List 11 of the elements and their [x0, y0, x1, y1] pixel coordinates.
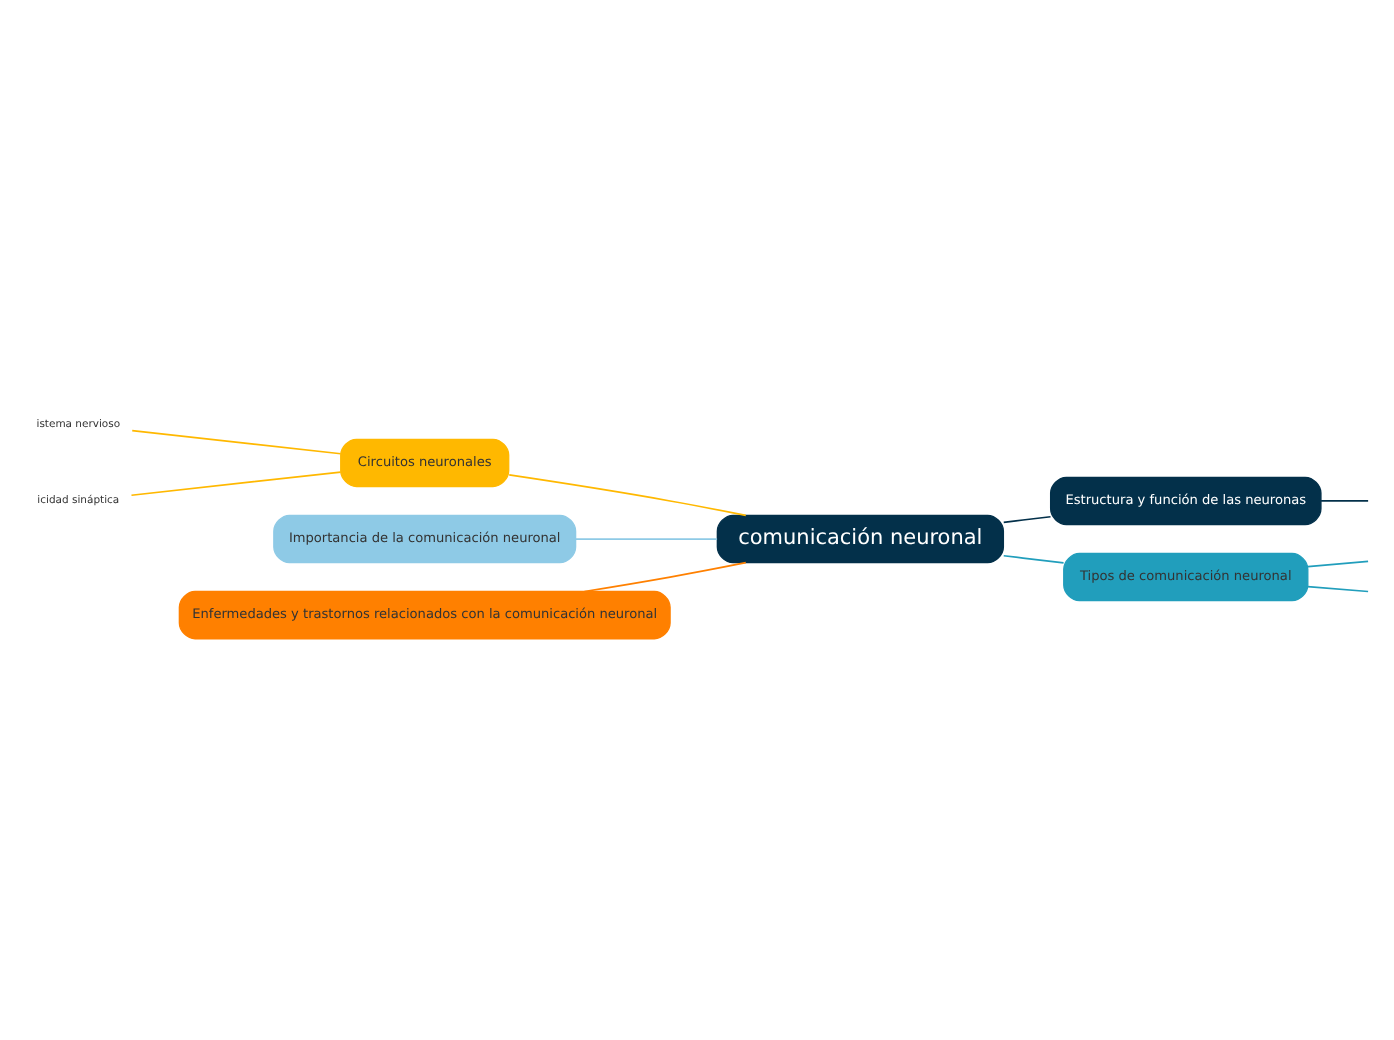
connector: [574, 538, 718, 540]
node-box: comunicación neuronal: [716, 514, 1005, 564]
connector: [1307, 585, 1369, 593]
connector: [1307, 560, 1369, 568]
connector: [1002, 515, 1052, 524]
connector: [130, 471, 342, 497]
connector: [1320, 500, 1369, 502]
connector: [131, 429, 342, 455]
connector: [508, 474, 747, 517]
connector: [583, 561, 747, 593]
connector: [1002, 554, 1065, 564]
